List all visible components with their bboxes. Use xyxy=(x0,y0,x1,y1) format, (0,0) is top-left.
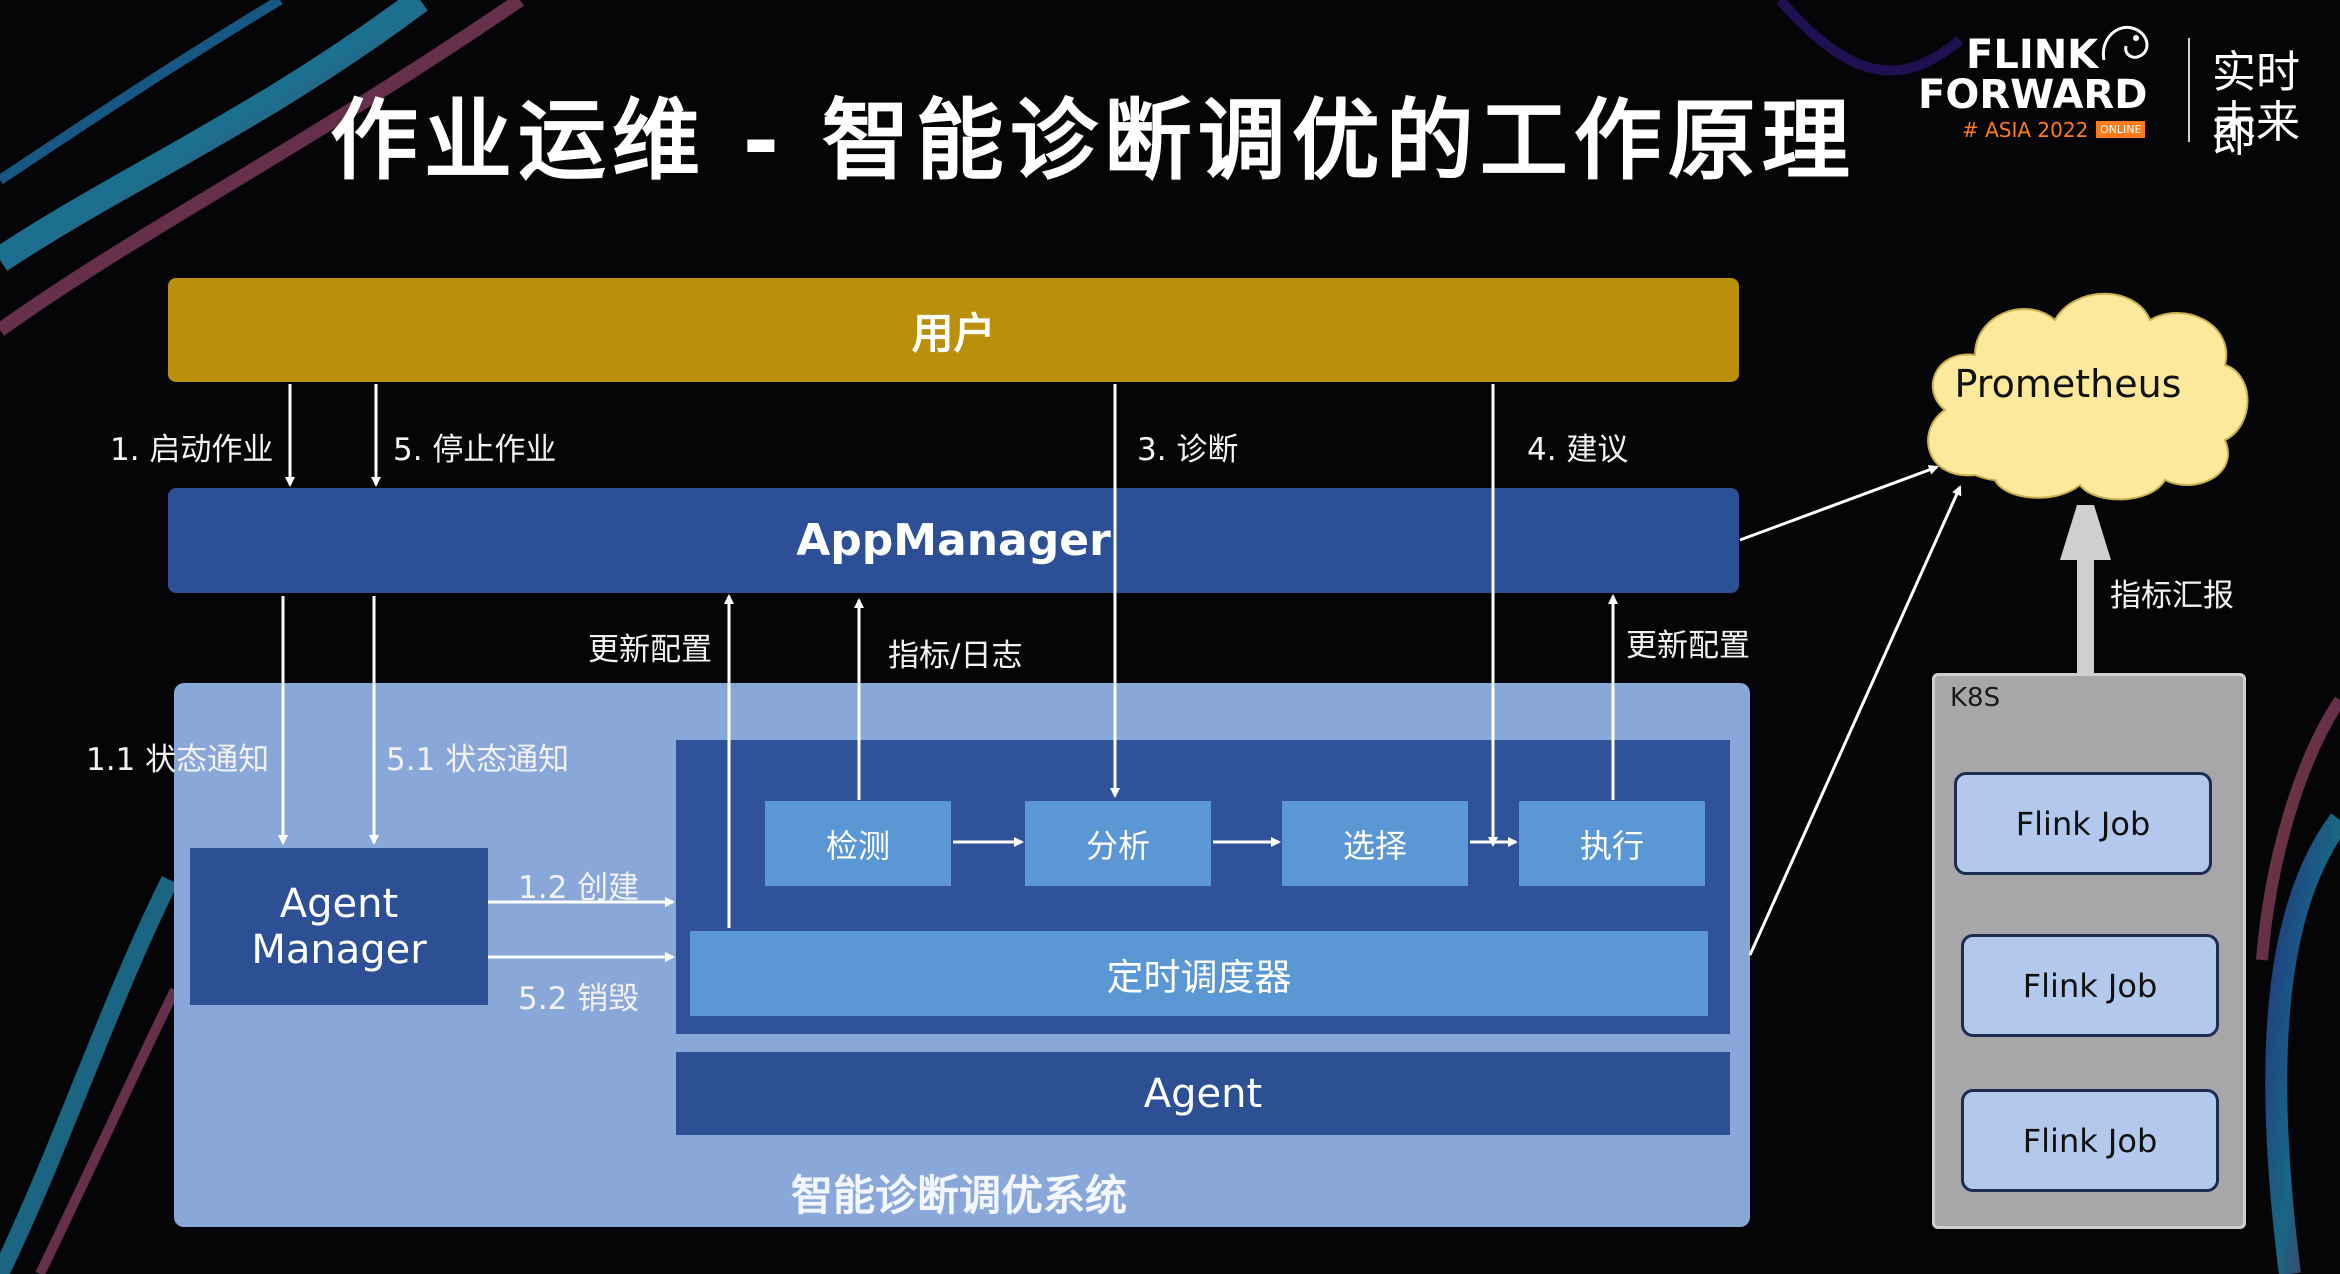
logo-line2: FORWARD xyxy=(1918,72,2148,118)
prometheus-cloud xyxy=(1927,292,2249,501)
system-title: 智能诊断调优系统 xyxy=(790,1171,1127,1220)
step-analyze: 分析 xyxy=(1025,801,1211,886)
label-metrics-report: 指标汇报 xyxy=(2110,578,2234,614)
scheduler-bar: 定时调度器 xyxy=(690,931,1708,1016)
flink-job-2: Flink Job xyxy=(1961,934,2219,1037)
k8s-label: K8S xyxy=(1950,683,2001,713)
logo-line1: FLINK xyxy=(1966,32,2099,78)
logo-slogan-2: 未来 xyxy=(2212,97,2300,148)
agent-manager-line1: Agent xyxy=(279,880,399,927)
label-update-config-left: 更新配置 xyxy=(588,632,712,668)
label-metrics-logs: 指标/日志 xyxy=(888,638,1023,674)
flink-job-3: Flink Job xyxy=(1961,1089,2219,1192)
label-create: 1.2 创建 xyxy=(518,870,640,906)
page-title: 作业运维 - 智能诊断调优的工作原理 xyxy=(330,89,1856,192)
label-notify-5: 5.1 状态通知 xyxy=(386,742,570,778)
label-start-job: 1. 启动作业 xyxy=(110,432,274,468)
logo-badge: ONLINE xyxy=(2096,121,2146,138)
logo-divider xyxy=(2188,38,2190,142)
step-select: 选择 xyxy=(1282,801,1468,886)
squirrel-icon xyxy=(2096,20,2156,70)
label-suggest: 4. 建议 xyxy=(1527,432,1629,468)
logo-sub: # ASIA 2022 xyxy=(1962,118,2089,142)
label-update-config-right: 更新配置 xyxy=(1626,628,1750,664)
step-detect: 检测 xyxy=(765,801,951,886)
agent-bar: Agent xyxy=(676,1052,1730,1135)
user-bar: 用户 xyxy=(168,278,1739,382)
agent-manager-box: Agent Manager xyxy=(190,848,488,1005)
flink-forward-logo: FLINK FORWARD # ASIA 2022 ONLINE 实时即 未来 xyxy=(1910,25,2330,162)
label-destroy: 5.2 销毁 xyxy=(518,981,640,1017)
label-stop-job: 5. 停止作业 xyxy=(393,432,557,468)
logo-slogan-1: 实时即 xyxy=(2212,47,2300,162)
flink-job-1: Flink Job xyxy=(1954,772,2212,875)
label-notify-1: 1.1 状态通知 xyxy=(86,742,270,778)
label-diagnose: 3. 诊断 xyxy=(1137,432,1239,468)
prometheus-label: Prometheus xyxy=(1954,362,2182,406)
agent-manager-line2: Manager xyxy=(251,926,427,973)
appmanager-bar: AppManager xyxy=(168,488,1739,593)
step-execute: 执行 xyxy=(1519,801,1705,886)
